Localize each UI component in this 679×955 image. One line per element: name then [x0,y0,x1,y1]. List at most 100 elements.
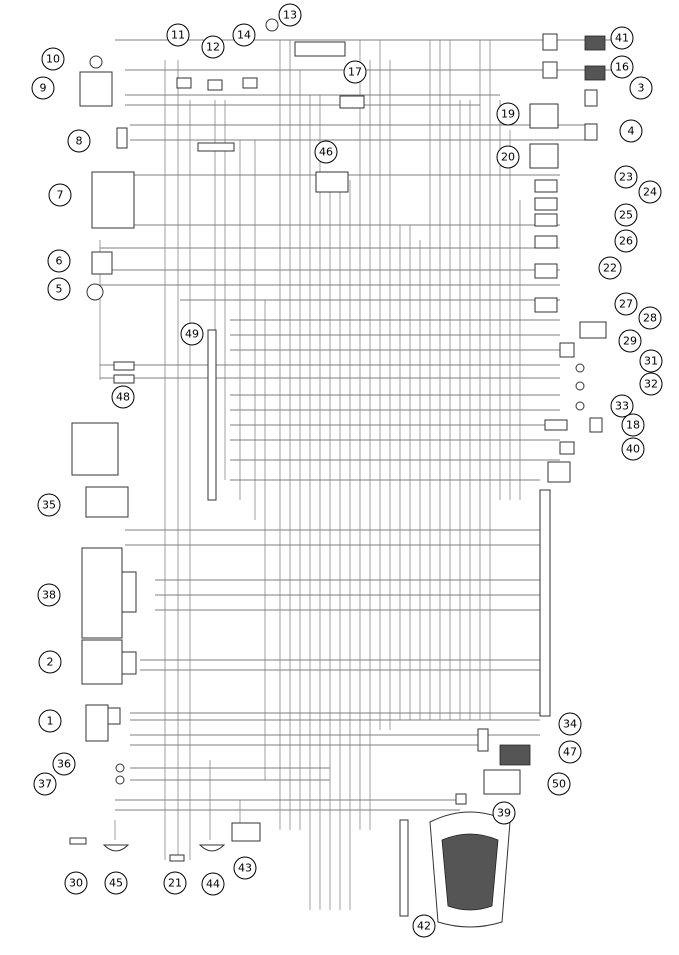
callout-33: 33 [610,394,634,418]
relay-43 [231,822,261,842]
svg-text:44: 44 [206,878,220,891]
svg-text:33: 33 [615,400,629,413]
callout-8: 8 [67,129,91,153]
svg-text:6: 6 [56,255,63,268]
callout-31: 31 [639,349,663,373]
component-30 [69,837,87,845]
connector-strip [197,142,235,152]
svg-text:46: 46 [319,146,333,159]
svg-text:28: 28 [643,312,657,325]
callout-26: 26 [614,229,638,253]
callout-9: 9 [31,76,55,100]
ecu-connector-34 [539,489,551,717]
callout-22: 22 [598,256,622,280]
callout-4: 4 [619,119,643,143]
svg-text:21: 21 [168,877,182,890]
module-46 [315,171,349,193]
connector-40b [547,461,571,483]
switch-block-38 [81,547,123,639]
svg-text:26: 26 [619,235,633,248]
callout-24: 24 [638,180,662,204]
svg-text:48: 48 [116,391,130,404]
connector-41 [542,33,558,51]
connector-49 [207,329,217,501]
callout-49: 49 [180,322,204,346]
svg-text:17: 17 [348,66,362,79]
callout-10: 10 [41,47,65,71]
fuse-48b [113,374,135,384]
svg-text:16: 16 [615,61,629,74]
callout-23: 23 [614,165,638,189]
sensor-31-icon [575,363,585,373]
callout-47: 47 [558,740,582,764]
callout-45: 45 [104,871,128,895]
svg-text:9: 9 [40,82,47,95]
connector-16 [542,61,558,79]
sensor-32-icon [575,381,585,391]
svg-text:22: 22 [603,262,617,275]
connector-18 [544,419,568,431]
sensor-23 [534,179,558,193]
sensor-25 [534,213,558,227]
svg-text:31: 31 [644,355,658,368]
svg-text:27: 27 [619,298,633,311]
svg-text:50: 50 [552,778,566,791]
svg-text:42: 42 [417,920,431,933]
fuse-48a [113,361,135,371]
svg-text:7: 7 [57,189,64,202]
callout-28: 28 [638,306,662,330]
svg-text:29: 29 [623,335,637,348]
svg-text:13: 13 [283,9,297,22]
component-44 [198,844,226,852]
sensor-24 [534,197,558,211]
svg-text:8: 8 [76,135,83,148]
callout-42: 42 [412,914,436,938]
connector-40 [559,441,575,455]
callout-32: 32 [639,372,663,396]
callout-44: 44 [201,872,225,896]
svg-text:3: 3 [638,82,645,95]
callout-12: 12 [201,35,225,59]
svg-text:34: 34 [563,718,577,731]
switch-11 [176,77,192,89]
callout-38: 38 [37,583,61,607]
callout-35: 35 [37,493,61,517]
svg-text:32: 32 [644,378,658,391]
sensor-26 [534,235,558,249]
callout-43: 43 [233,856,257,880]
actuator-47 [499,744,531,766]
starter-motor-icon [86,283,104,301]
svg-text:12: 12 [206,41,220,54]
generator-icon [89,55,103,69]
connector-21 [169,854,185,862]
connector-47 [477,728,489,752]
callout-6: 6 [47,249,71,273]
callout-25: 25 [614,203,638,227]
callout-36: 36 [52,752,76,776]
sensor-28 [579,321,607,339]
battery [91,171,135,229]
switch-12 [207,79,223,91]
sensor-33-icon [575,401,585,411]
svg-text:38: 38 [42,589,56,602]
svg-text:40: 40 [626,443,640,456]
svg-text:23: 23 [619,171,633,184]
sensor-22 [534,263,558,279]
connector-38 [121,571,137,613]
connector-17 [294,41,346,57]
callout-29: 29 [618,329,642,353]
svg-text:2: 2 [47,656,54,669]
svg-text:18: 18 [626,419,640,432]
callout-14: 14 [232,23,256,47]
callout-group: 1 2 3 4 5 6 7 8 9 10 11 12 13 14 16 17 1… [31,3,663,938]
svg-text:36: 36 [57,758,71,771]
callout-34: 34 [558,712,582,736]
table-35-grid [71,422,119,476]
plug-41 [584,35,606,51]
svg-text:49: 49 [185,328,199,341]
svg-text:25: 25 [619,209,633,222]
callout-48: 48 [111,385,135,409]
callout-41: 41 [610,26,634,50]
svg-text:43: 43 [238,862,252,875]
